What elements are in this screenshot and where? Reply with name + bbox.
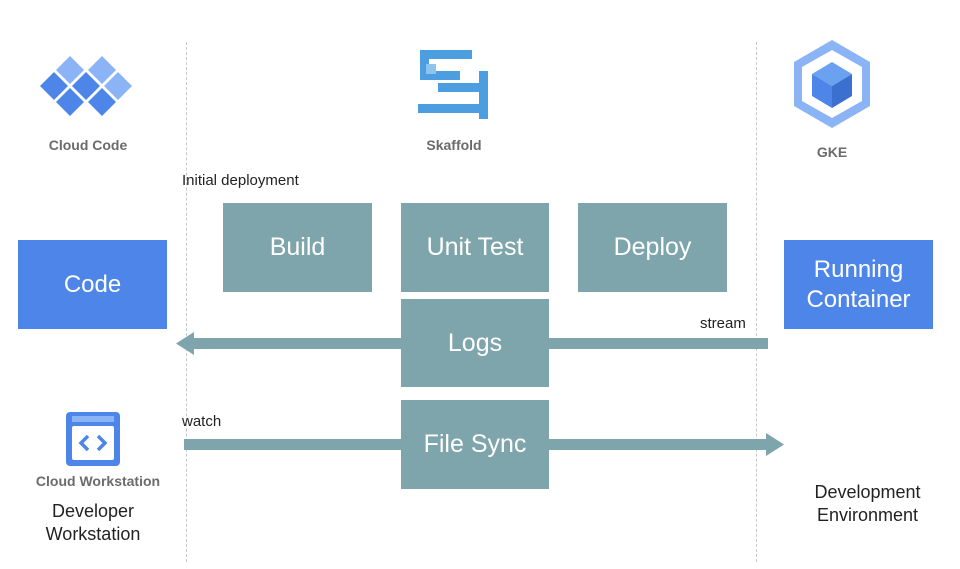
file-sync-stage: File Sync bbox=[401, 400, 549, 489]
build-stage: Build bbox=[223, 203, 372, 292]
development-environment-label: Development Environment bbox=[785, 481, 950, 527]
cloud-code-logo-icon bbox=[40, 56, 132, 116]
code-box: Code bbox=[18, 240, 167, 329]
left-lane-divider bbox=[186, 42, 187, 562]
running-container-line1: Running bbox=[813, 255, 904, 283]
developer-workstation-label: Developer Workstation bbox=[18, 500, 168, 546]
gke-logo-icon bbox=[794, 40, 870, 128]
logs-stage: Logs bbox=[401, 299, 549, 387]
cloud-workstation-label: Cloud Workstation bbox=[35, 473, 161, 489]
skaffold-label: Skaffold bbox=[426, 137, 482, 153]
cloud-code-label: Cloud Code bbox=[48, 137, 128, 153]
cloud-workstation-logo-icon bbox=[66, 412, 120, 466]
right-lane-divider bbox=[756, 42, 757, 562]
unit-test-stage: Unit Test bbox=[401, 203, 549, 292]
developer-workstation-line1: Developer bbox=[51, 501, 135, 521]
stream-note: stream bbox=[700, 315, 746, 332]
developer-workstation-line2: Workstation bbox=[45, 524, 141, 544]
skaffold-logo-icon bbox=[418, 50, 488, 119]
running-container-box: Running Container bbox=[784, 240, 933, 329]
running-container-line2: Container bbox=[806, 285, 911, 313]
deploy-stage: Deploy bbox=[578, 203, 727, 292]
development-environment-line2: Environment bbox=[816, 505, 919, 525]
development-environment-line1: Development bbox=[814, 482, 921, 502]
gke-label: GKE bbox=[816, 144, 848, 160]
watch-note: watch bbox=[182, 413, 222, 430]
initial-deployment-note: Initial deployment bbox=[182, 172, 299, 189]
